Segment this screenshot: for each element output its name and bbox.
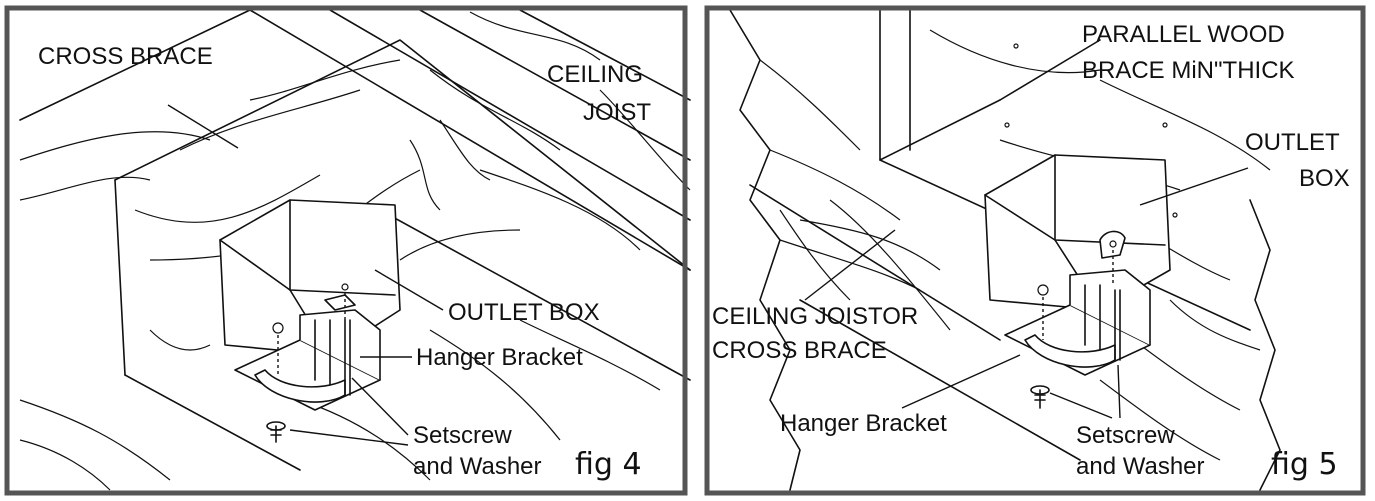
fig4-caption: fig 4 (575, 447, 642, 482)
fig4-label-cross-brace: CROSS BRACE (38, 43, 213, 70)
fig5-label-setscrew-1: Setscrew (1076, 422, 1175, 449)
fig5-label-hanger-bracket: Hanger Bracket (780, 410, 947, 437)
fig5-joist-end (729, 9, 1081, 491)
fig4-label-ceiling-joist-1: CEILING (547, 61, 643, 88)
fig4-hanger-bracket (234, 293, 381, 411)
fig4-label-setscrew-1: Setscrew (413, 422, 512, 449)
fig5-leader-setscrew (1049, 364, 1121, 419)
fig4-setscrew (266, 421, 286, 443)
fig5-leader-joist-brace (804, 229, 896, 301)
fig5-label-setscrew-2: and Washer (1076, 453, 1205, 480)
fig5-label-parallel-brace-1: PARALLEL WOOD (1082, 21, 1285, 48)
fig4-label-hanger-bracket: Hanger Bracket (416, 344, 583, 371)
fig5-leader-outlet-box (1139, 167, 1249, 206)
fig4-label-setscrew-2: and Washer (413, 453, 542, 480)
fig5-leader-hanger-bracket (901, 354, 1021, 409)
fig5-label-joist-brace-1: CEILING JOISTOR (712, 303, 918, 330)
fig4-panel: CROSS BRACE CEILING JOIST OUTLET BOX Han… (4, 5, 691, 496)
fig5-setscrew (1030, 385, 1050, 409)
fig4-leader-cross-brace (167, 104, 239, 149)
fig5-label-parallel-brace-2: BRACE MiN"THICK (1082, 57, 1295, 84)
fig4-label-outlet-box: OUTLET BOX (448, 299, 600, 326)
fig5-panel: PARALLEL WOOD BRACE MiN"THICK OUTLET BOX… (704, 5, 1366, 496)
fig4-frame (4, 5, 688, 496)
fig5-frame (704, 5, 1366, 496)
fig5-label-outlet-box-1: OUTLET (1245, 129, 1340, 156)
fig5-label-outlet-box-2: BOX (1299, 165, 1350, 192)
fig5-caption: fig 5 (1271, 447, 1338, 482)
fig4-leader-setscrew (289, 377, 409, 446)
fig4-label-ceiling-joist-2: JOIST (583, 99, 651, 126)
fig5-label-joist-brace-2: CROSS BRACE (712, 337, 887, 364)
fig4-leader-outlet-box (374, 269, 444, 311)
fig5-hanger-bracket (1004, 230, 1151, 376)
